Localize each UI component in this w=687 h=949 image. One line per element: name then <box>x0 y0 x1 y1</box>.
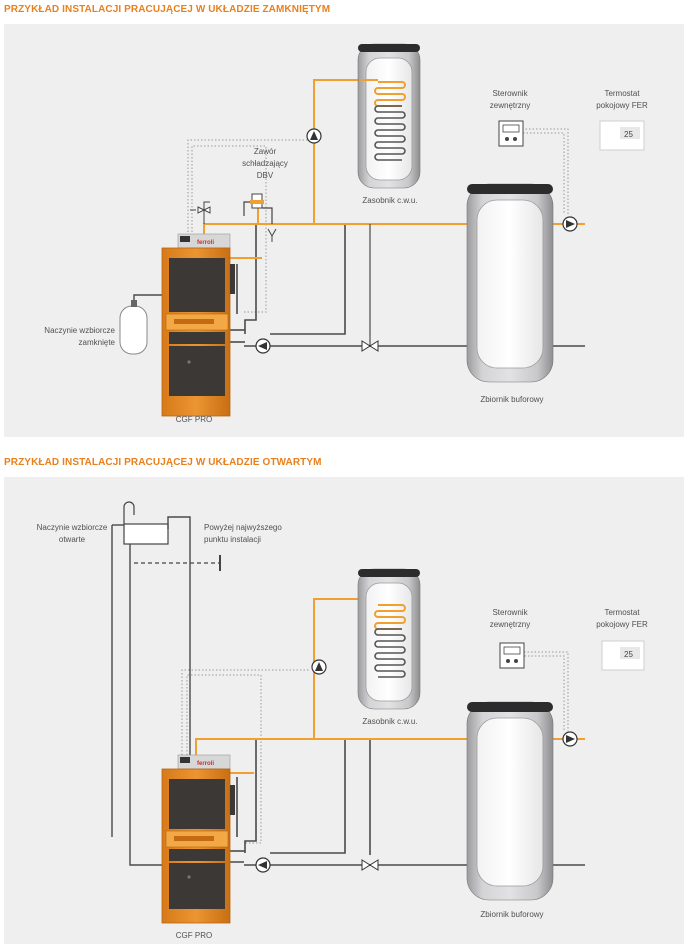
diagram-panel-open: ferroli 25 Naczynie wzbiorcze otwar <box>4 477 684 944</box>
thermostat-label-1: Termostat <box>604 608 640 617</box>
cwu-tank-label: Zasobnik c.w.u. <box>362 717 417 726</box>
pump-return <box>255 857 271 873</box>
room-thermostat: 25 <box>599 120 645 151</box>
buffer-tank-label: Zbiornik buforowy <box>480 910 543 919</box>
valve-label-1: Zawór <box>254 147 277 156</box>
expansion-label-2: zamknięte <box>79 338 116 347</box>
diagram-panel-closed: ferroli 25 Zawór schładzający <box>4 24 684 437</box>
thermostat-display: 25 <box>624 130 633 139</box>
diagram-closed-system: ferroli 25 Zawór schładzający <box>44 43 648 424</box>
controller-label-1: Sterownik <box>492 89 528 98</box>
cwu-tank <box>357 43 421 189</box>
boiler-label: CGF PRO <box>176 415 212 424</box>
pump-cwu <box>306 128 322 144</box>
section-title-open: PRZYKŁAD INSTALACJI PRACUJĄCEJ W UKŁADZI… <box>4 457 322 468</box>
pump-cwu <box>311 659 327 675</box>
pump-heating <box>562 731 578 747</box>
boiler-brand: ferroli <box>197 240 214 246</box>
flow-pipes <box>195 598 585 774</box>
three-way-valve <box>361 859 379 871</box>
three-way-valve <box>361 224 379 352</box>
thermostat-label-2: pokojowy FER <box>596 620 648 629</box>
thermostat-label-1: Termostat <box>604 89 640 98</box>
expansion-vessel-closed <box>119 294 148 355</box>
boiler-label: CGF PRO <box>176 931 212 940</box>
return-pipes <box>147 224 585 347</box>
expansion-label-2: otwarte <box>59 535 86 544</box>
section-title-closed: PRZYKŁAD INSTALACJI PRACUJĄCEJ W UKŁADZI… <box>4 4 331 15</box>
return-pipes <box>229 739 585 866</box>
control-wires <box>187 128 569 313</box>
external-controller <box>499 642 525 669</box>
valve-label-3: DBV <box>257 171 274 180</box>
expansion-label-1: Naczynie wzbiorcze <box>37 523 108 532</box>
room-thermostat: 25 <box>601 640 645 671</box>
thermostat-label-2: pokojowy FER <box>596 101 648 110</box>
expansion-label-1: Naczynie wzbiorcze <box>44 326 115 335</box>
diagram-open-system: ferroli 25 Naczynie wzbiorcze otwar <box>37 501 648 940</box>
dbv-valve <box>243 193 277 242</box>
valve-label-2: schładzający <box>242 159 288 168</box>
buffer-tank <box>466 701 554 901</box>
external-controller <box>498 120 524 147</box>
above-label-2: punktu instalacji <box>204 535 261 544</box>
pump-return <box>255 338 271 354</box>
thermostat-display: 25 <box>624 650 633 659</box>
boiler-cgf-pro: ferroli <box>161 233 235 417</box>
controller-label-2: zewnętrzny <box>490 101 530 110</box>
controller-label-2: zewnętrzny <box>490 620 530 629</box>
safety-valve <box>190 201 211 224</box>
boiler-cgf-pro: ferroli <box>161 754 235 924</box>
cwu-tank-label: Zasobnik c.w.u. <box>362 196 417 205</box>
buffer-tank <box>466 183 554 383</box>
controller-label-1: Sterownik <box>492 608 528 617</box>
cwu-tank <box>357 568 421 710</box>
pump-heating <box>562 216 578 232</box>
boiler-brand: ferroli <box>197 761 214 767</box>
above-label-1: Powyżej najwyższego <box>204 523 282 532</box>
buffer-tank-label: Zbiornik buforowy <box>480 395 543 404</box>
control-wires <box>181 651 569 844</box>
